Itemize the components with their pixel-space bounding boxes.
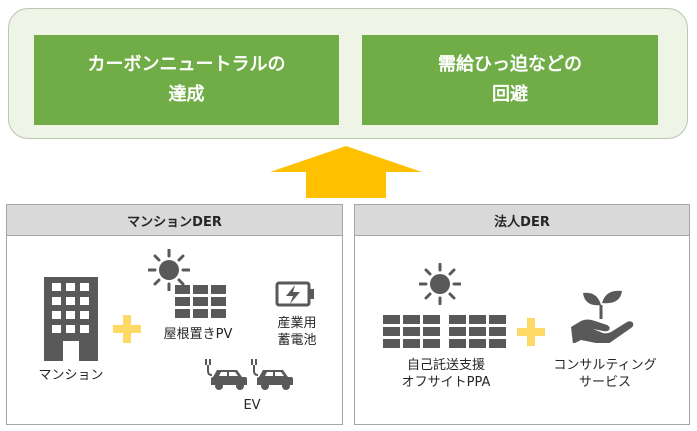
up-arrow-icon bbox=[270, 146, 422, 198]
storage-battery-label: 産業用 蓄電池 bbox=[277, 316, 317, 348]
offsite-ppa-label: 自己託送支援 オフサイトPPA bbox=[401, 358, 491, 390]
goal-avoid-supply-tightness: 需給ひっ迫などの 回避 bbox=[362, 35, 658, 125]
ev-label: EV bbox=[243, 398, 261, 413]
sun-icon bbox=[419, 263, 461, 305]
goal-carbon-neutral-text: カーボンニュートラルの 達成 bbox=[87, 54, 286, 105]
mansion-der-panel: マンションDER マンション 屋根置きPV bbox=[6, 204, 343, 425]
goal-avoid-supply-tightness-text: 需給ひっ迫などの 回避 bbox=[438, 54, 582, 105]
corporate-der-panel: 法人DER 自己託送支援 オフサイトPPA bbox=[354, 204, 690, 425]
solar-panels-icon bbox=[383, 315, 506, 348]
apartment-building-icon bbox=[44, 277, 98, 361]
solar-panel-icon bbox=[175, 285, 226, 318]
hand-sprout-icon bbox=[571, 290, 634, 343]
apartment-label: マンション bbox=[38, 368, 104, 383]
corporate-der-title: 法人DER bbox=[355, 205, 689, 236]
goals-panel: カーボンニュートラルの 達成 需給ひっ迫などの 回避 bbox=[8, 8, 688, 139]
plus-icon bbox=[517, 318, 545, 346]
mansion-der-title: マンションDER bbox=[7, 205, 342, 236]
goal-carbon-neutral: カーボンニュートラルの 達成 bbox=[34, 35, 339, 125]
consulting-service-label: コンサルティング サービス bbox=[553, 358, 657, 390]
plus-icon bbox=[113, 315, 141, 343]
sun-icon bbox=[148, 249, 190, 291]
rooftop-pv-label: 屋根置きPV bbox=[163, 327, 233, 342]
battery-icon bbox=[275, 281, 314, 307]
ev-cars-icon bbox=[205, 359, 293, 390]
